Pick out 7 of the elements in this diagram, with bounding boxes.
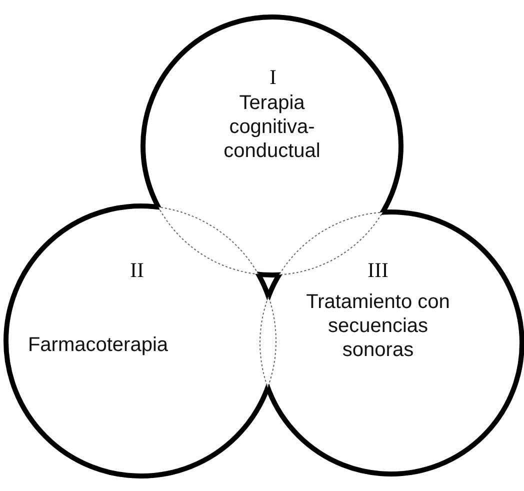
roman-numeral: II	[129, 258, 145, 282]
venn-circle	[143, 17, 401, 275]
roman-numeral: I	[268, 65, 278, 89]
circle-label: Tratamiento con secuencias sonoras	[305, 290, 451, 362]
roman-numeral: III	[366, 258, 390, 282]
circle-label: Terapia cognitiva-conductual	[222, 91, 322, 163]
circle-label: Farmacoterapia	[26, 333, 170, 357]
